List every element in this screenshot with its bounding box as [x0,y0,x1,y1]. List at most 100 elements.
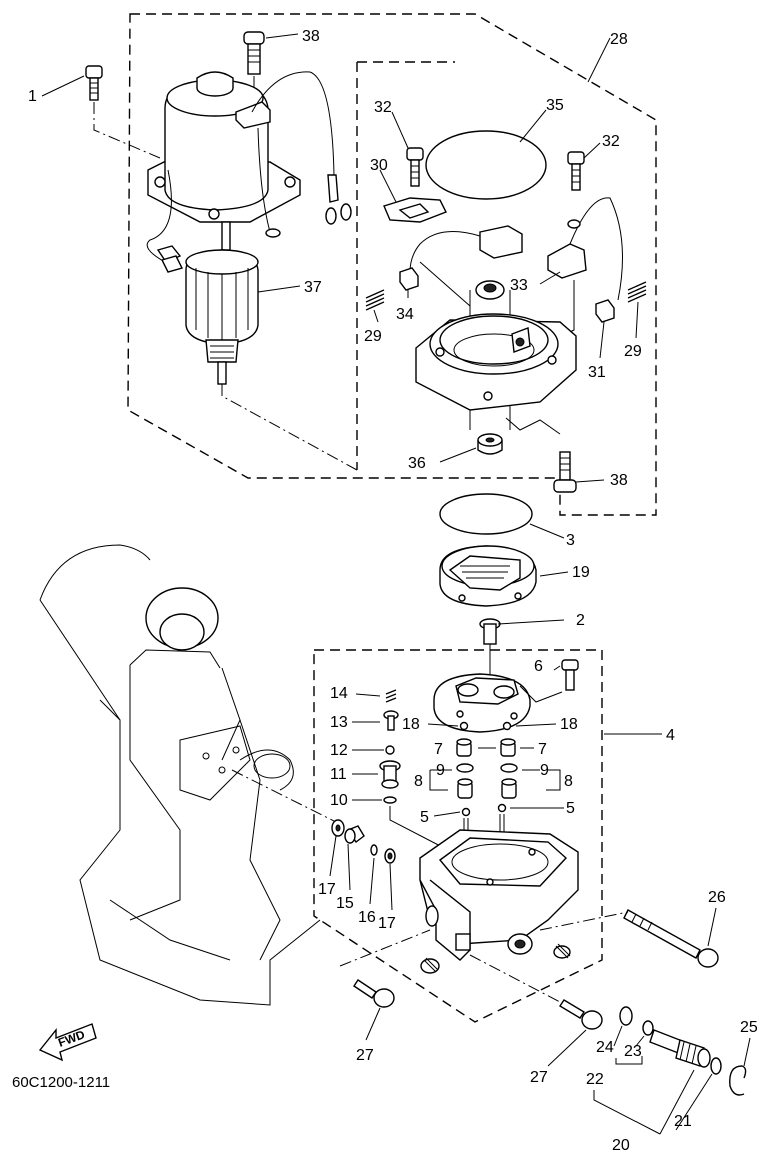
callout-32-left: 32 [374,99,392,116]
motor-assembly-boundary [127,13,657,516]
callout-33: 33 [510,277,528,294]
wire-connector [409,225,523,273]
callout-20: 20 [612,1137,630,1152]
o-ring-part-21 [710,1057,722,1075]
o-ring-part-23 [642,1020,654,1036]
valve-seat-part-8-right [501,778,517,799]
callout-27-right: 27 [530,1069,548,1086]
callout-16: 16 [358,909,376,926]
bolt-part-26 [623,909,719,968]
callout-26: 26 [708,889,726,906]
callout-19: 19 [572,564,590,581]
callout-15: 15 [336,895,354,912]
bolt-part-27-left [353,979,395,1008]
plug-part-15 [344,825,365,844]
callout-4: 4 [666,727,675,744]
o-ring-part-16 [370,844,378,856]
callout-7-right: 7 [538,741,547,758]
callout-37: 37 [304,279,322,296]
shaft-part-2 [479,618,501,645]
plug-left [420,957,440,974]
pump-assembly-boundary [313,649,603,1023]
callout-3: 3 [566,532,575,549]
screw-part-38-bottom [553,451,577,493]
o-ring-part-35 [425,130,547,200]
callout-2: 2 [576,612,585,629]
armature-part-37 [156,221,259,385]
spring-part-29-right [627,281,647,303]
ball-part-5-left [461,807,471,817]
callout-24: 24 [596,1039,614,1056]
callout-8-left: 8 [414,773,423,790]
callout-9-left: 9 [436,762,445,779]
callout-14: 14 [330,685,348,702]
plug-right [553,943,571,959]
bushing-part-36 [477,433,503,455]
brush-holder-part-30 [383,197,447,223]
pin-part-13 [383,710,399,731]
manual-valve-part-20 [649,1029,711,1068]
callout-8-right: 8 [564,773,573,790]
spring-part-29-left [365,289,385,311]
o-ring-part-17-left [331,819,345,837]
callout-30: 30 [370,157,388,174]
callout-7-left: 7 [434,741,443,758]
callout-34: 34 [396,306,414,323]
callout-18-left: 18 [402,716,420,733]
callout-28: 28 [610,31,628,48]
bolt-part-27-right [559,999,603,1030]
callout-22: 22 [586,1071,604,1088]
screw-part-38-top [243,31,265,75]
ball-part-12 [385,745,395,755]
callout-9-right: 9 [540,762,549,779]
callout-23: 23 [624,1043,642,1060]
o-ring-part-9-right [500,763,518,773]
pump-plate [433,673,531,733]
screw-part-6 [561,659,579,691]
fwd-arrow-icon: FWD [38,1023,97,1062]
bearing [475,280,505,300]
callout-27-left: 27 [356,1047,374,1064]
brush-part-31 [595,299,615,323]
callout-5-right: 5 [566,800,575,817]
o-ring-part-9-left [456,763,474,773]
screw-part-32-left [406,147,424,187]
valve-seat-part-8-left [457,778,473,799]
callout-32-right: 32 [602,133,620,150]
callout-29-left: 29 [364,328,382,345]
part-code: 60C1200-1211 [12,1074,110,1091]
brush-holder-part-33 [547,197,623,301]
leader-lines [41,33,751,1135]
callout-17-left: 17 [318,881,336,898]
callout-12: 12 [330,742,348,759]
motor-end-cap [415,313,577,411]
callout-11: 11 [330,766,347,783]
o-ring-part-24 [619,1006,633,1026]
brush-part-34 [399,267,419,291]
callout-18-right: 18 [560,716,578,733]
callout-29-right: 29 [624,343,642,360]
ball-part-18-left [459,721,469,731]
pump-housing [419,829,579,961]
pump-cover-part-19 [439,545,537,607]
piston-part-7-right [500,738,516,757]
trim-cylinder-body [39,544,321,1006]
callout-10: 10 [330,792,348,809]
circlip-part-25 [729,1065,747,1096]
callout-31: 31 [588,364,606,381]
piston-part-7-left [456,738,472,757]
callout-25: 25 [740,1019,758,1036]
callout-36: 36 [408,455,426,472]
callout-17-right: 17 [378,915,396,932]
callout-21: 21 [674,1113,692,1130]
ball-part-18-right [502,721,512,731]
callout-1: 1 [28,88,37,105]
callout-6: 6 [534,658,543,675]
o-ring-part-3 [439,493,533,535]
callout-38-top: 38 [302,28,320,45]
ball-part-5-right [497,803,507,813]
callout-labels: 1 38 28 32 35 32 30 37 33 34 29 31 29 36… [28,28,758,1152]
spring-part-14 [385,689,397,703]
callout-38-bottom: 38 [610,472,628,489]
